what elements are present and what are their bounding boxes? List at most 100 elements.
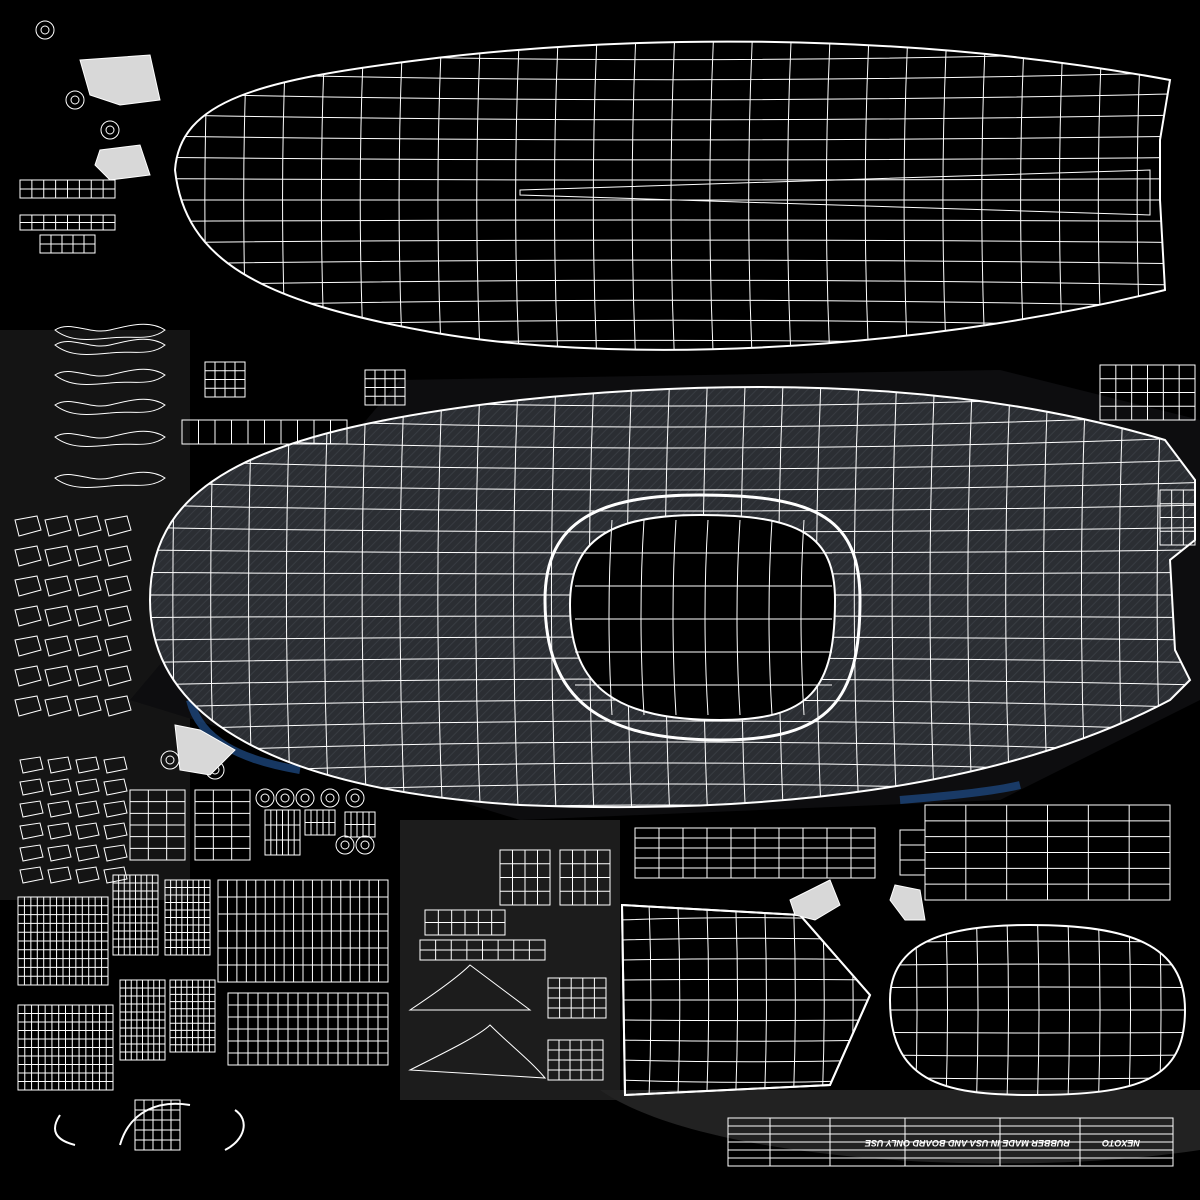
uv-island <box>104 695 132 717</box>
uv-island <box>275 788 295 808</box>
uv-island <box>169 979 216 1053</box>
uv-edge <box>175 114 1170 121</box>
uv-edge <box>150 741 1195 753</box>
uv-edge <box>885 920 887 1100</box>
uv-island <box>204 361 246 398</box>
uv-island <box>335 835 355 855</box>
uv-island <box>499 849 551 906</box>
uv-island <box>19 778 44 796</box>
uv-island <box>559 849 611 906</box>
uv-island <box>75 844 100 862</box>
uv-edge <box>170 360 1180 370</box>
uv-edge <box>768 519 773 716</box>
uv-island <box>181 419 348 445</box>
uv-edge <box>175 259 1170 265</box>
uv-island <box>104 635 132 657</box>
uv-edge <box>175 157 1170 161</box>
uv-island <box>164 879 211 956</box>
uv-island <box>134 1099 181 1151</box>
uv-edge <box>150 482 1195 491</box>
uv-edge <box>890 1077 1185 1080</box>
uv-island <box>47 844 72 862</box>
uv-island <box>300 793 310 803</box>
uv-edge <box>175 279 1170 286</box>
uv-island <box>320 788 340 808</box>
uv-island <box>47 756 72 774</box>
uv-island <box>344 811 376 838</box>
uv-island <box>103 844 128 862</box>
uv-edge <box>800 519 805 716</box>
uv-island <box>17 1004 114 1091</box>
uv-island <box>194 789 251 861</box>
uv-island <box>54 471 166 489</box>
uv-island <box>14 695 42 717</box>
uv-island <box>350 793 360 803</box>
deck-top-uv-shell <box>170 30 1180 370</box>
uv-island <box>44 545 72 567</box>
uv-edge <box>150 804 1195 808</box>
uv-island <box>44 695 72 717</box>
uv-edge <box>1176 30 1180 370</box>
uv-island <box>419 939 546 961</box>
uv-island <box>103 822 128 840</box>
uv-edge <box>622 917 870 921</box>
uv-island <box>44 605 72 627</box>
small-uv-parts <box>14 20 1196 1151</box>
uv-island <box>100 120 120 140</box>
uv-edge <box>890 1054 1185 1057</box>
uv-island <box>75 800 100 818</box>
uv-island <box>14 605 42 627</box>
uv-island <box>105 125 115 135</box>
cockpit-rim <box>543 493 862 742</box>
uv-island <box>129 789 186 861</box>
uv-island <box>364 369 406 406</box>
uv-island <box>44 575 72 597</box>
uv-island <box>47 866 72 884</box>
uv-island <box>74 665 102 687</box>
uv-island <box>19 756 44 774</box>
uv-island <box>112 874 159 956</box>
uv-island <box>54 368 166 386</box>
uv-island <box>44 635 72 657</box>
uv-island <box>39 234 96 254</box>
uv-edge <box>150 720 1195 731</box>
uv-island <box>65 90 85 110</box>
uv-island <box>75 778 100 796</box>
uv-island <box>47 778 72 796</box>
uv-island <box>19 866 44 884</box>
uv-edge <box>880 900 882 1100</box>
uv-edge <box>175 299 1170 307</box>
uv-island <box>35 20 55 40</box>
uv-island <box>19 822 44 840</box>
uv-edge <box>175 239 1170 243</box>
rubber-strip: NEXOTO RUBBER MADE IN USA AND BOARD ONLY… <box>727 1117 1174 1167</box>
uv-island <box>104 605 132 627</box>
uv-island <box>74 635 102 657</box>
uv-island <box>47 822 72 840</box>
uv-island <box>54 323 166 341</box>
uv-island <box>255 788 275 808</box>
uv-island <box>103 800 128 818</box>
uv-island <box>74 575 102 597</box>
uv-island <box>260 793 270 803</box>
uv-island <box>19 800 44 818</box>
uv-edge <box>608 519 613 716</box>
uv-island <box>74 545 102 567</box>
uv-island <box>103 866 128 884</box>
uv-edge <box>890 963 1185 966</box>
uv-island <box>14 635 42 657</box>
uv-island-border <box>134 1099 181 1151</box>
uv-island <box>264 809 301 856</box>
uv-edge <box>175 319 1170 328</box>
uv-island <box>54 338 166 356</box>
uv-island <box>355 835 375 855</box>
uv-island <box>424 909 506 936</box>
uv-island <box>54 1102 245 1151</box>
uv-edge <box>622 958 870 961</box>
uv-island <box>325 793 335 803</box>
uv-island <box>19 179 116 199</box>
uv-edge <box>175 93 1170 101</box>
uv-edge <box>622 1079 870 1083</box>
uv-island <box>103 756 128 774</box>
